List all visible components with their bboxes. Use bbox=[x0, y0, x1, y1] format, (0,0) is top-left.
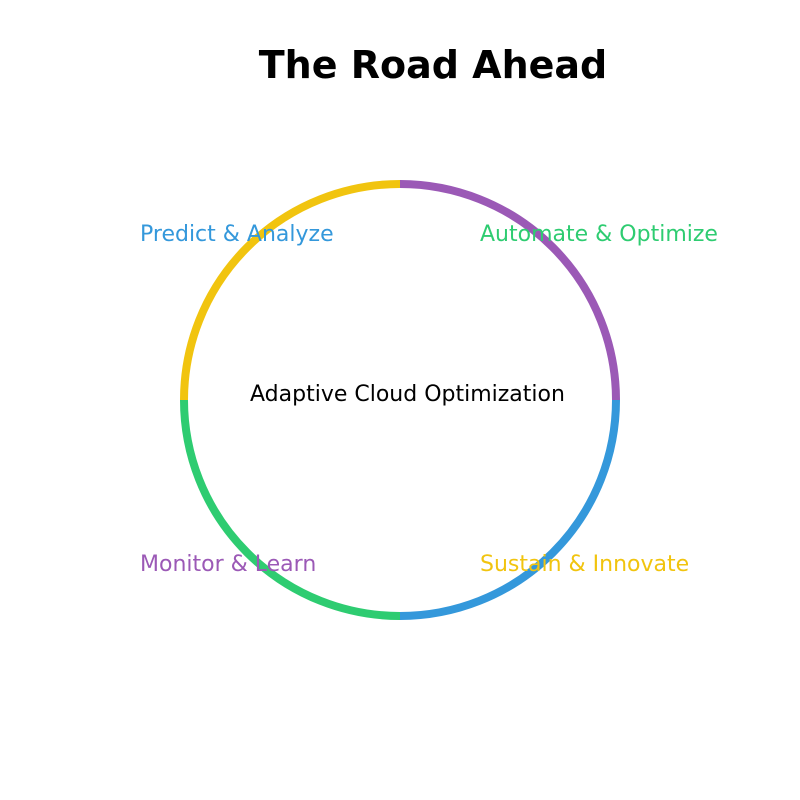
label-monitor-learn: Monitor & Learn bbox=[140, 552, 317, 577]
label-sustain-innovate: Sustain & Innovate bbox=[480, 552, 690, 577]
label-predict-analyze: Predict & Analyze bbox=[140, 222, 334, 247]
arc-predict-analyze bbox=[180, 180, 401, 401]
arc-automate-optimize bbox=[399, 180, 620, 401]
label-automate-optimize: Automate & Optimize bbox=[480, 222, 718, 247]
diagram-title: The Road Ahead bbox=[258, 43, 608, 87]
center-label: Adaptive Cloud Optimization bbox=[250, 382, 565, 407]
arc-sustain-innovate bbox=[399, 399, 620, 620]
arc-monitor-learn bbox=[180, 399, 401, 620]
